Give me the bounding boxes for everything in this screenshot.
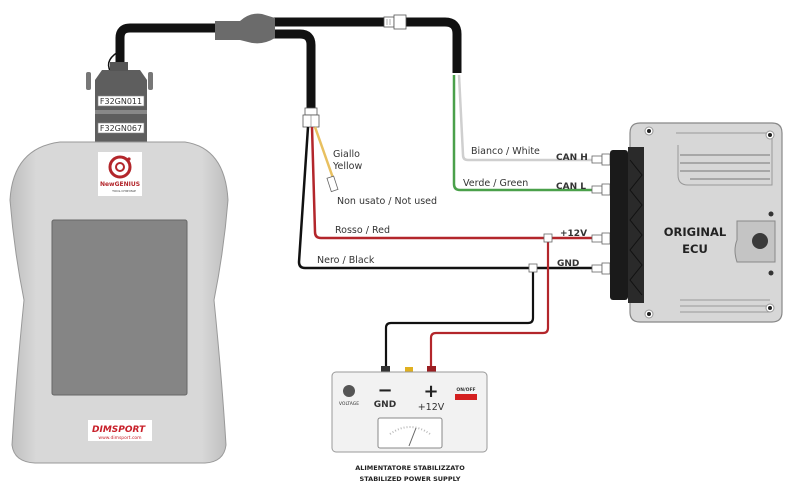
pin-can-l: CAN L xyxy=(556,182,586,192)
voltmeter-gauge xyxy=(377,417,443,449)
wire-red xyxy=(310,126,596,240)
connector-label-lower: F32GN067 xyxy=(100,124,142,133)
device-screen xyxy=(51,219,188,396)
pin-gnd: GND xyxy=(557,259,579,269)
voltage-knob[interactable] xyxy=(343,385,355,397)
genius-logo: NewGENIUS TOOL·CHIP·MAP xyxy=(98,152,142,196)
wire-green xyxy=(452,75,596,192)
connector-screw-right xyxy=(148,72,153,90)
wire-white xyxy=(457,74,596,162)
label-black: Nero / Black xyxy=(317,255,375,266)
ecu-mount-hole xyxy=(752,233,768,249)
power-supply: VOLTAGE − GND + +12V ON/OFF ALIMENTATORE… xyxy=(331,366,488,483)
dimsport-logo: DIMSPORT www.dimsport.com xyxy=(88,420,152,441)
label-red: Rosso / Red xyxy=(335,225,390,236)
label-green: Verde / Green xyxy=(463,178,528,189)
ecu-label-line1: ORIGINAL xyxy=(664,225,727,239)
psu-caption-it: ALIMENTATORE STABILIZZATO xyxy=(355,464,465,472)
wire-yellow xyxy=(313,126,339,193)
connector-label-upper: F32GN011 xyxy=(100,97,142,106)
label-not-used: Non usato / Not used xyxy=(337,196,437,207)
dimsport-brand: DIMSPORT xyxy=(92,425,146,435)
psu-caption-en: STABILIZED POWER SUPPLY xyxy=(360,475,461,483)
label-white: Bianco / White xyxy=(471,146,540,157)
gnd-label: GND xyxy=(374,400,396,410)
cable-splitter xyxy=(215,13,275,44)
label-yellow-it: Giallo xyxy=(333,149,360,160)
terminal-aux xyxy=(405,367,413,372)
supply-wire-black xyxy=(384,270,535,368)
dimsport-url: www.dimsport.com xyxy=(98,435,141,441)
terminal-gnd xyxy=(381,366,390,372)
onoff-switch[interactable] xyxy=(455,394,477,400)
ecu-connector xyxy=(610,150,628,300)
voltage-label: VOLTAGE xyxy=(339,401,359,407)
branch-connector xyxy=(302,107,320,128)
connector-screw-left xyxy=(86,72,91,90)
splice-black xyxy=(528,263,538,273)
gnd-symbol: − xyxy=(377,380,392,401)
inline-connector xyxy=(383,14,407,30)
terminal-positive xyxy=(427,366,436,372)
positive-symbol: + xyxy=(423,381,438,402)
genius-logo-text: NewGENIUS xyxy=(100,181,140,188)
splice-red xyxy=(543,233,553,243)
genius-logo-subtext: TOOL·CHIP·MAP xyxy=(111,189,136,193)
supply-wire-red xyxy=(429,240,550,368)
ecu-pin-terminals xyxy=(591,153,611,275)
ecu-label-line2: ECU xyxy=(682,242,708,256)
main-cable xyxy=(107,17,462,108)
wire-black xyxy=(297,126,596,270)
pin-can-h: CAN H xyxy=(556,153,588,163)
positive-label: +12V xyxy=(418,402,445,413)
original-ecu: ORIGINAL ECU xyxy=(610,122,783,323)
pin-12v: +12V xyxy=(560,229,587,239)
label-yellow-en: Yellow xyxy=(332,161,362,172)
handheld-device: F32GN011 F32GN067 NewGENIUS TOOL·CHIP·MA… xyxy=(9,62,229,464)
onoff-label: ON/OFF xyxy=(456,387,475,393)
